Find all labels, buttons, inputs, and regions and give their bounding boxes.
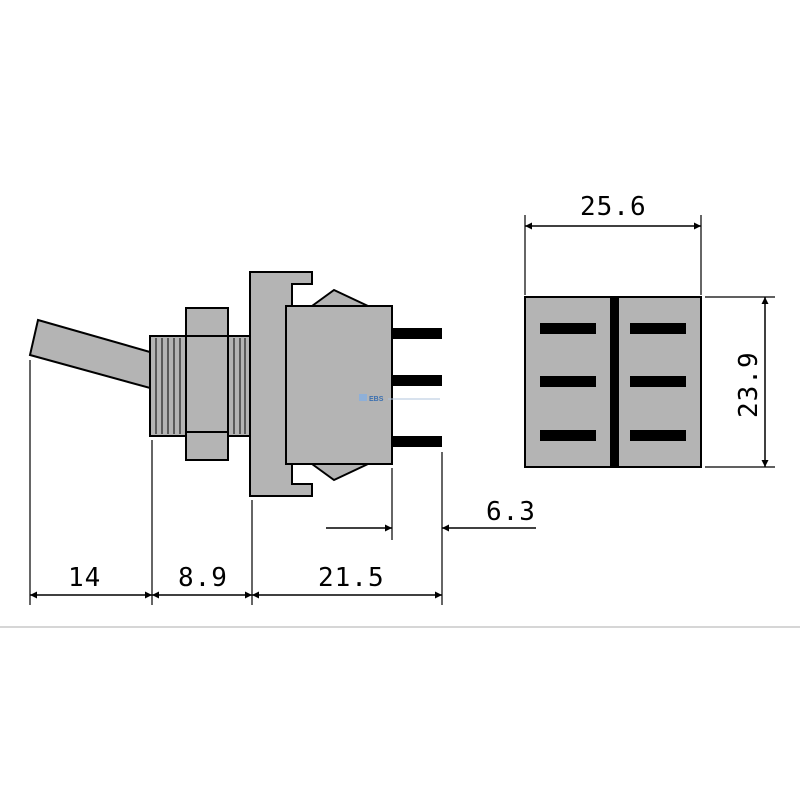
dimension-25-6: 25.6 bbox=[525, 192, 701, 230]
dimension-label-21-5: 21.5 bbox=[318, 563, 385, 593]
ebs-watermark-logo: EBS bbox=[359, 394, 440, 403]
threaded-bushing-right bbox=[227, 335, 251, 437]
dimension-21-5: 21.5 bbox=[252, 563, 442, 599]
dimension-14: 14 bbox=[30, 563, 152, 599]
hex-nut bbox=[185, 307, 229, 461]
terminal-pin-1 bbox=[392, 328, 442, 339]
terminal-pin-2 bbox=[392, 375, 442, 386]
switch-body bbox=[285, 305, 393, 465]
body-bottom-bevel bbox=[308, 463, 369, 482]
thread-lines-right bbox=[233, 338, 246, 434]
dimension-label-14: 14 bbox=[68, 563, 101, 593]
end-view-divider bbox=[610, 297, 619, 467]
terminal-pin-3 bbox=[392, 436, 442, 447]
dimension-6-3: 6.3 bbox=[326, 497, 536, 532]
end-terminal-4 bbox=[630, 323, 686, 334]
dimension-23-9: 23.9 bbox=[734, 297, 769, 467]
toggle-lever bbox=[28, 318, 151, 390]
dimension-label-23-9: 23.9 bbox=[734, 351, 764, 418]
mounting-bracket bbox=[249, 271, 313, 497]
body-top-bevel bbox=[308, 288, 369, 307]
end-view bbox=[524, 296, 702, 468]
watermark-text: EBS bbox=[369, 396, 384, 403]
dimension-label-8-9: 8.9 bbox=[178, 563, 228, 593]
extension-lines bbox=[29, 360, 443, 605]
end-terminal-2 bbox=[540, 376, 596, 387]
thread-lines-left bbox=[155, 338, 181, 434]
end-terminal-3 bbox=[540, 430, 596, 441]
end-terminal-1 bbox=[540, 323, 596, 334]
dimension-8-9: 8.9 bbox=[152, 563, 252, 599]
end-terminal-5 bbox=[630, 376, 686, 387]
side-view bbox=[28, 271, 442, 497]
end-terminal-6 bbox=[630, 430, 686, 441]
dimension-label-6-3: 6.3 bbox=[486, 497, 536, 527]
dimension-label-25-6: 25.6 bbox=[580, 192, 647, 222]
